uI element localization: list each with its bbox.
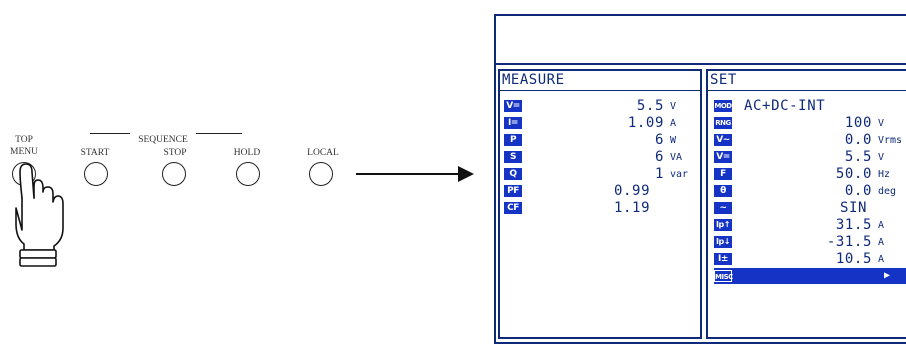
start-label: START — [80, 148, 110, 158]
measure-row-power: P 6 W — [504, 133, 694, 148]
misc-icon: MISC — [714, 270, 733, 282]
lcd-header-divider — [494, 63, 906, 65]
measure-value: 0.99 — [614, 183, 651, 199]
measure-row-power-factor: PF 0.99 — [504, 184, 694, 199]
hold-label: HOLD — [233, 148, 261, 158]
sequence-line-right — [196, 133, 242, 134]
power-icon: P — [504, 134, 522, 146]
set-unit: V — [878, 118, 885, 129]
measure-row-apparent-power: S 6 VA — [504, 150, 694, 165]
measure-panel: MEASURE V= 5.5 V I= 1.09 A P 6 W S 6 VA … — [498, 69, 702, 339]
misc-highlight-bar — [714, 268, 906, 284]
set-unit: Vrms — [878, 135, 903, 146]
measure-value: 1.19 — [614, 200, 651, 216]
crest-factor-icon: CF — [504, 202, 522, 214]
waveform-icon: ~ — [714, 202, 732, 214]
set-row-dc-voltage[interactable]: V= 5.5 V — [714, 150, 906, 165]
set-unit: V — [878, 152, 885, 163]
measure-unit: var — [670, 169, 689, 180]
set-panel: SET MOD AC+DC-INT RNG 100 V V~ 0.0 Vrms … — [706, 69, 906, 339]
measure-unit: W — [670, 135, 677, 146]
set-row-peak-current-lower[interactable]: Ip↓ -31.5 A — [714, 235, 906, 250]
top-menu-label: TOP MENU — [10, 135, 38, 157]
peak-current-lower-icon: Ip↓ — [714, 236, 732, 248]
set-title: SET — [710, 72, 737, 88]
current-limit-icon: I± — [714, 253, 732, 265]
set-unit: A — [878, 237, 885, 248]
stop-label: STOP — [163, 148, 187, 158]
phase-icon: θ — [714, 185, 732, 197]
sequence-line-left — [90, 133, 130, 134]
stop-button[interactable] — [162, 162, 186, 186]
measure-row-current: I= 1.09 A — [504, 116, 694, 131]
set-value: 5.5 — [844, 149, 872, 165]
arrow-head-icon — [458, 166, 474, 182]
hold-button[interactable] — [236, 162, 260, 186]
set-value: AC+DC-INT — [744, 98, 826, 114]
pointing-hand-icon — [15, 163, 64, 267]
set-unit: A — [878, 254, 885, 265]
measure-value: 6 — [654, 132, 664, 148]
measure-value: 6 — [654, 149, 664, 165]
set-row-range[interactable]: RNG 100 V — [714, 116, 906, 131]
peak-current-upper-icon: Ip↑ — [714, 219, 732, 231]
set-value: 10.5 — [835, 251, 872, 267]
mode-icon: MOD — [714, 100, 732, 112]
arrow-line — [356, 173, 462, 175]
range-icon: RNG — [714, 117, 732, 129]
measure-value: 5.5 — [636, 98, 664, 114]
measure-value: 1.09 — [627, 115, 664, 131]
frequency-icon: F — [714, 168, 732, 180]
set-row-waveform[interactable]: ~ SIN — [714, 201, 906, 216]
set-value: -31.5 — [826, 234, 872, 250]
set-row-current-limit[interactable]: I± 10.5 A — [714, 252, 906, 267]
sequence-label: SEQUENCE — [138, 135, 188, 145]
measure-row-voltage: V= 5.5 V — [504, 99, 694, 114]
start-button[interactable] — [84, 162, 108, 186]
set-row-phase[interactable]: θ 0.0 deg — [714, 184, 906, 199]
measure-unit: VA — [670, 152, 683, 163]
set-row-peak-current-upper[interactable]: Ip↑ 31.5 A — [714, 218, 906, 233]
voltage-dc-icon: V= — [504, 100, 522, 112]
set-value: 31.5 — [835, 217, 872, 233]
local-button[interactable] — [309, 162, 333, 186]
set-unit: A — [878, 220, 885, 231]
set-row-misc[interactable]: MISC ▶ — [714, 268, 906, 284]
set-value: 0.0 — [844, 183, 872, 199]
set-title-rule — [708, 90, 906, 91]
measure-unit: A — [670, 118, 677, 129]
measure-unit: V — [670, 101, 677, 112]
misc-arrow-icon: ▶ — [884, 270, 891, 281]
voltage-ac-icon: V~ — [714, 134, 732, 146]
measure-value: 1 — [654, 166, 664, 182]
power-factor-icon: PF — [504, 185, 522, 197]
local-label: LOCAL — [307, 148, 339, 158]
voltage-dc-icon: V= — [714, 151, 732, 163]
set-value: SIN — [840, 200, 868, 216]
measure-title-rule — [500, 90, 700, 91]
set-value: 0.0 — [844, 132, 872, 148]
measure-title: MEASURE — [502, 72, 565, 88]
apparent-power-icon: S — [504, 151, 522, 163]
set-value: 100 — [844, 115, 872, 131]
measure-row-crest-factor: CF 1.19 — [504, 201, 694, 216]
set-value: 50.0 — [835, 166, 872, 182]
current-dc-icon: I= — [504, 117, 522, 129]
set-unit: Hz — [878, 169, 891, 180]
reactive-power-icon: Q — [504, 168, 522, 180]
set-row-frequency[interactable]: F 50.0 Hz — [714, 167, 906, 182]
set-row-ac-voltage[interactable]: V~ 0.0 Vrms — [714, 133, 906, 148]
measure-row-reactive-power: Q 1 var — [504, 167, 694, 182]
set-unit: deg — [878, 186, 897, 197]
set-row-mode[interactable]: MOD AC+DC-INT — [714, 99, 906, 114]
